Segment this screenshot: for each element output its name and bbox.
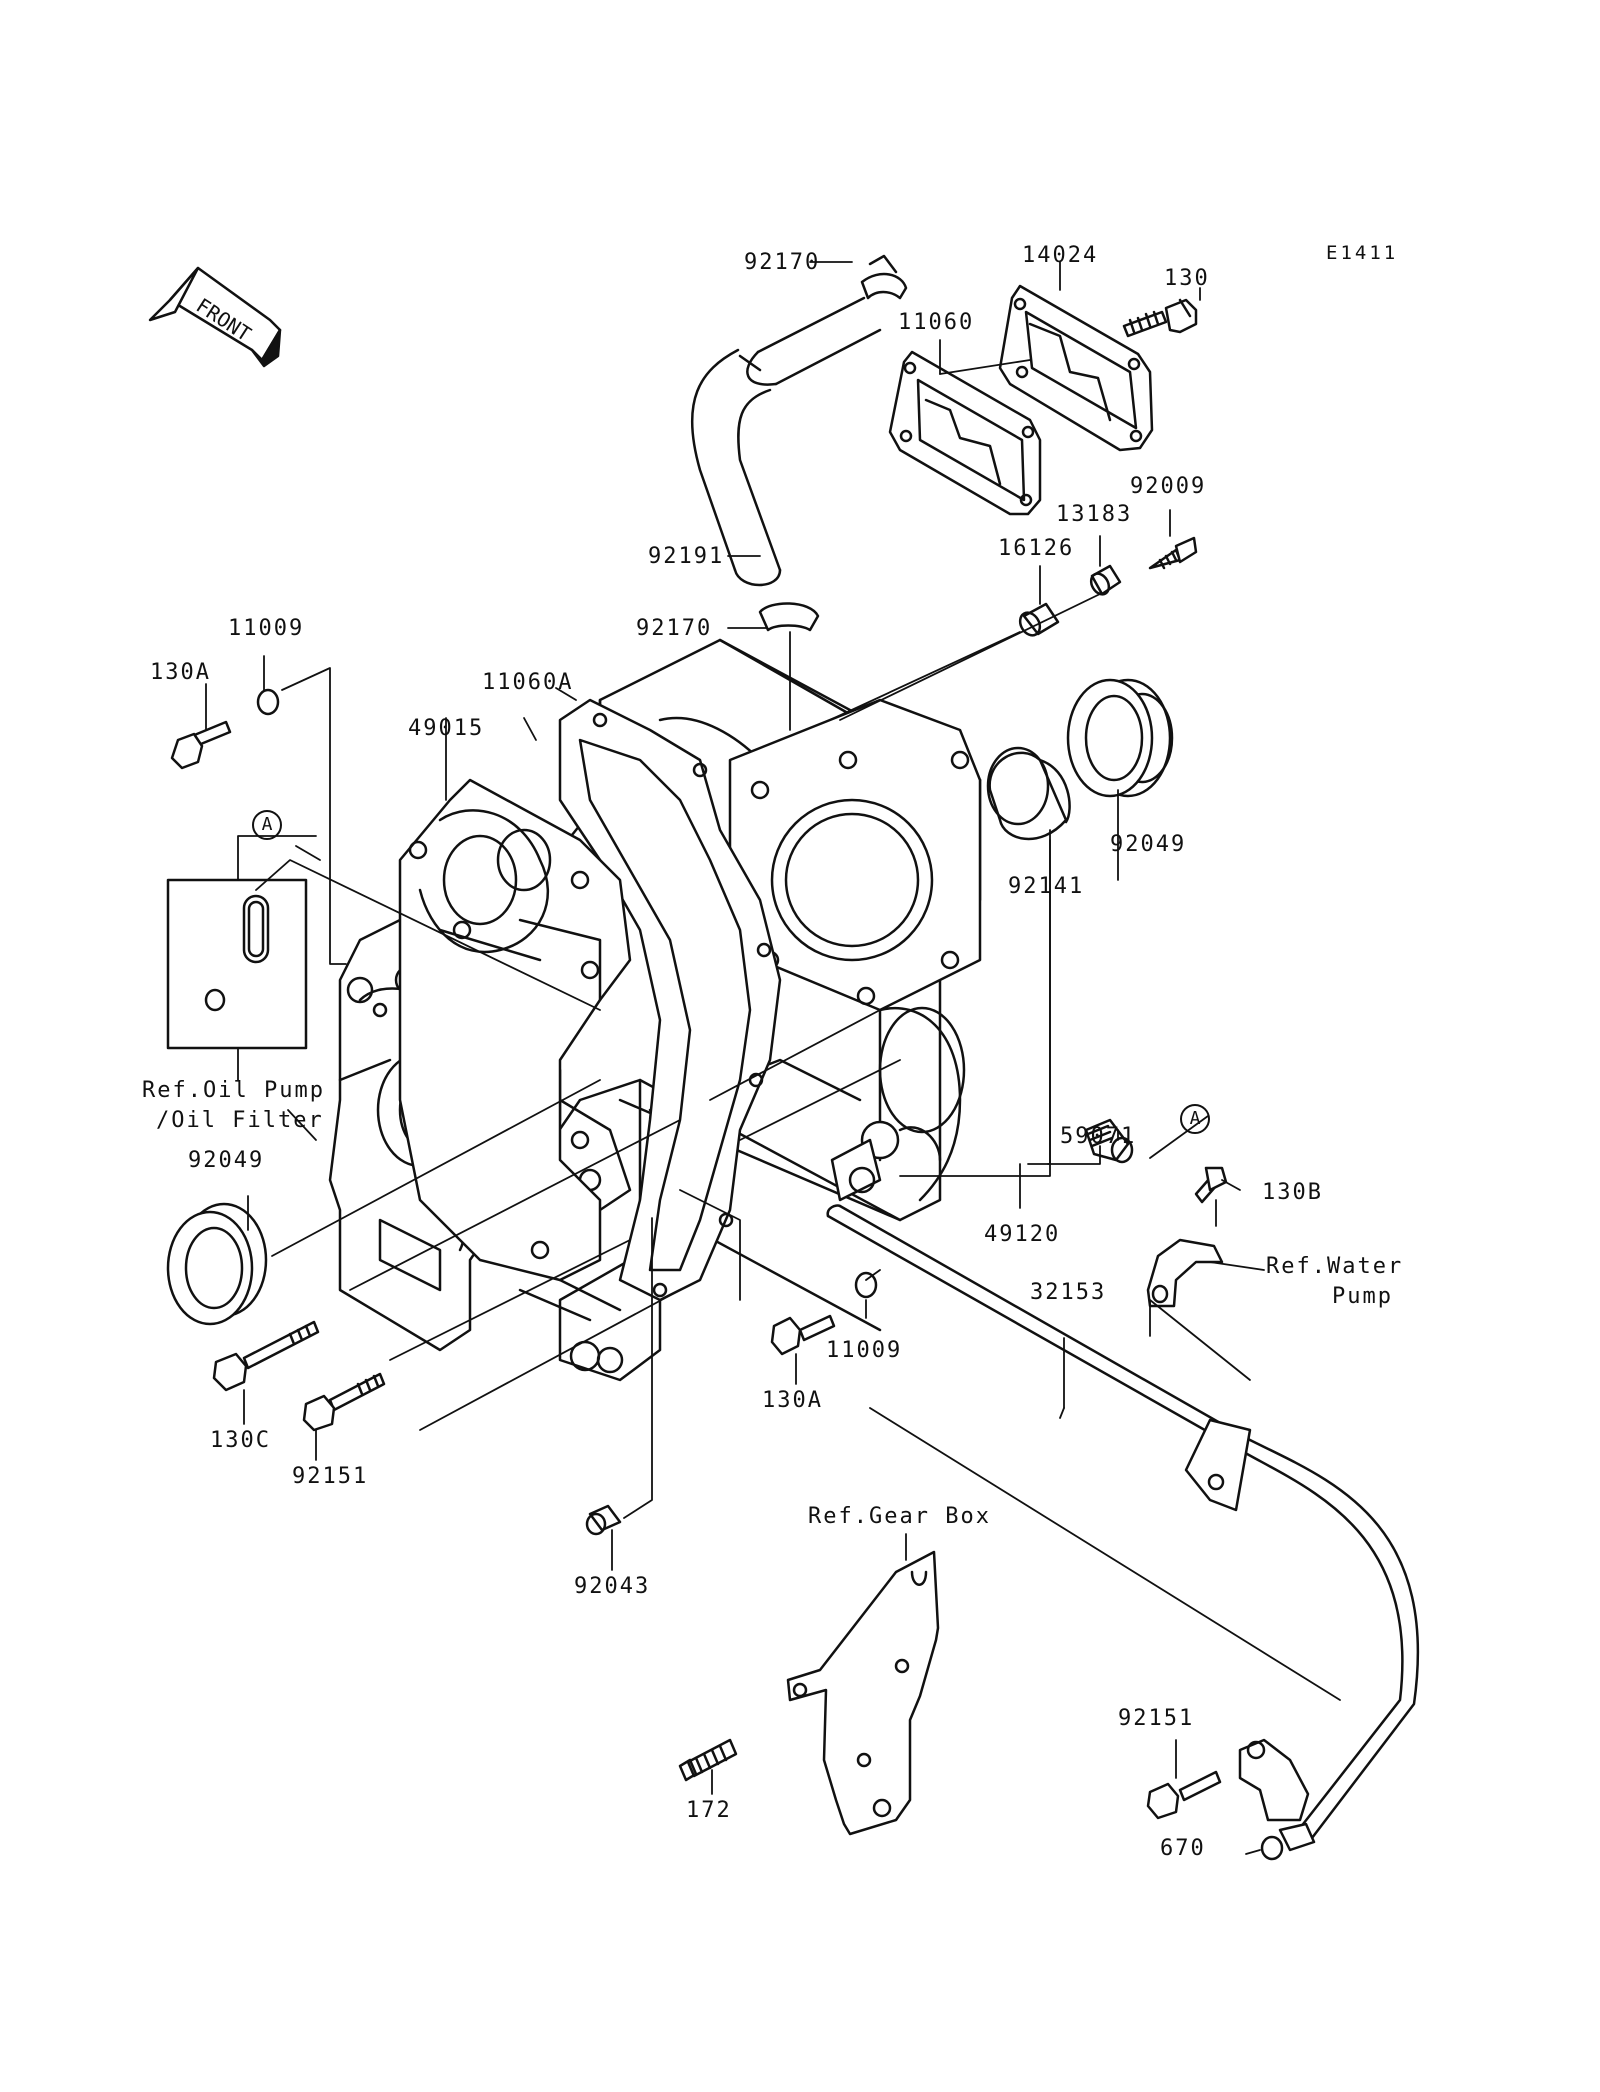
part-label-92043: 92043 — [574, 1574, 651, 1599]
dowel-92043 — [585, 1504, 622, 1536]
oil-pump-reference-box — [166, 878, 308, 1050]
cover-plate-14024 — [998, 284, 1154, 452]
diagram-code: E1411 — [1326, 242, 1399, 264]
part-label-130: 130 — [1164, 266, 1210, 291]
part-label-49015: 49015 — [408, 716, 485, 741]
bolt-92151-right — [1146, 1770, 1222, 1820]
stud-172 — [678, 1738, 738, 1782]
washer-11009-top — [256, 688, 280, 716]
bolt-130 — [1122, 298, 1198, 338]
hose-clamp-middle — [758, 602, 820, 632]
crankcase — [328, 638, 982, 1382]
part-label-16126: 16126 — [998, 536, 1075, 561]
bolt-130a-top — [170, 720, 232, 770]
part-label-13183: 13183 — [1056, 502, 1133, 527]
bolt-130a-bottom — [770, 1314, 836, 1356]
part-label-32153: 32153 — [1030, 1280, 1107, 1305]
part-label-92151-right: 92151 — [1118, 1706, 1195, 1731]
breather-hose — [691, 296, 882, 587]
part-label-11060a: 11060A — [482, 670, 574, 695]
plug-16126 — [1018, 602, 1060, 637]
part-label-11060: 11060 — [898, 310, 975, 335]
part-label-92141: 92141 — [1008, 874, 1085, 899]
screw-92009 — [1148, 536, 1198, 570]
front-arrow-icon: FRONT — [148, 266, 282, 368]
part-label-130a-bottom: 130A — [762, 1388, 823, 1413]
part-label-11009-bottom: 11009 — [826, 1338, 903, 1363]
bolt-130c — [212, 1320, 320, 1392]
part-label-130c: 130C — [210, 1428, 271, 1453]
bolt-92151-left — [302, 1372, 386, 1432]
part-label-670: 670 — [1160, 1836, 1206, 1861]
callout-a-right: A — [1180, 1104, 1210, 1134]
part-label-92009: 92009 — [1130, 474, 1207, 499]
ref-water-pump-line1: Ref.Water — [1266, 1254, 1404, 1279]
ref-oil-pump-line2: /Oil Filter — [156, 1108, 324, 1133]
oil-pipe-32153 — [826, 1204, 1420, 1852]
callout-a-left: A — [252, 810, 282, 840]
part-label-59071: 59071 — [1060, 1124, 1137, 1149]
part-label-92049-right: 92049 — [1110, 832, 1187, 857]
o-ring-670 — [1260, 1835, 1284, 1861]
hose-clamp-top — [860, 254, 908, 300]
bolt-130b — [1194, 1166, 1228, 1204]
gasket-11060 — [888, 350, 1042, 516]
part-label-49120: 49120 — [984, 1222, 1061, 1247]
plug-13183 — [1089, 564, 1122, 596]
part-label-172: 172 — [686, 1798, 732, 1823]
ref-oil-pump-line1: Ref.Oil Pump — [142, 1078, 325, 1103]
part-label-92170-top: 92170 — [744, 250, 821, 275]
part-label-11009-top: 11009 — [228, 616, 305, 641]
oil-seal-right — [1066, 678, 1174, 798]
oil-seal-left — [166, 1202, 268, 1326]
water-pump-bracket — [1146, 1238, 1224, 1308]
bearing-92141 — [986, 746, 1071, 840]
part-label-14024: 14024 — [1022, 243, 1099, 268]
ref-water-pump-line2: Pump — [1332, 1284, 1393, 1309]
part-label-130a-top: 130A — [150, 660, 211, 685]
part-label-92049-left: 92049 — [188, 1148, 265, 1173]
part-label-92170-mid: 92170 — [636, 616, 713, 641]
ref-gear-box: Ref.Gear Box — [808, 1504, 991, 1529]
part-label-92191: 92191 — [648, 544, 725, 569]
gear-box-bracket — [786, 1550, 940, 1836]
leader-lines — [205, 261, 1341, 1855]
washer-11009-bottom — [854, 1271, 878, 1299]
part-label-130b: 130B — [1262, 1180, 1323, 1205]
part-label-92151-left: 92151 — [292, 1464, 369, 1489]
